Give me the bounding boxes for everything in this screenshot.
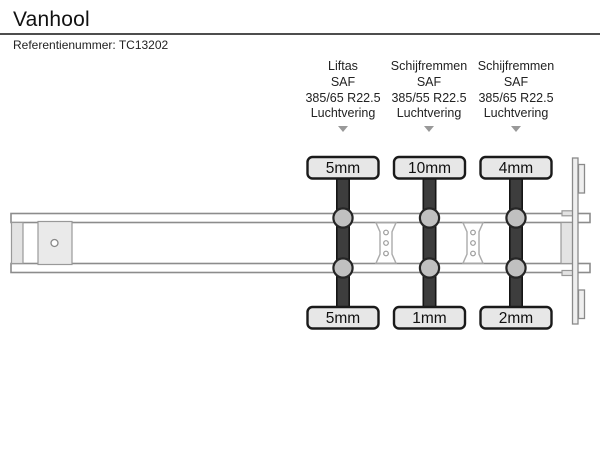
reference-number: Referentienummer: TC13202 bbox=[13, 38, 169, 52]
axle3-top-tread-value: 4mm bbox=[499, 160, 533, 177]
rear-light-top bbox=[577, 163, 586, 194]
axle2-beam bbox=[422, 171, 437, 313]
page-title: Vanhool bbox=[13, 8, 90, 31]
axle1-right-hub bbox=[332, 257, 354, 279]
axle1-bottom-tread-value: 5mm bbox=[326, 310, 360, 327]
rear-bumper-section bbox=[560, 157, 586, 325]
bolt-dot bbox=[383, 229, 389, 236]
axle1-beam bbox=[335, 171, 350, 313]
header-divider bbox=[0, 33, 600, 35]
front-end-plate bbox=[10, 221, 24, 265]
axle3-bottom-tread-box bbox=[479, 305, 553, 330]
axle-2: 10mm 1mm bbox=[392, 155, 467, 330]
axle2-tire-size-label: 385/55 R22.5 bbox=[391, 90, 467, 105]
axle1-type-label: Liftas bbox=[328, 59, 358, 73]
axle3-suspension-label: Luchtvering bbox=[483, 106, 549, 121]
bolt-dot bbox=[383, 250, 389, 257]
axle1-manufacturer-label: SAF bbox=[330, 74, 356, 89]
axle3-beam bbox=[508, 171, 523, 313]
axle2-bottom-tread-box bbox=[392, 305, 467, 330]
bolt-dot bbox=[383, 240, 389, 246]
rear-bracket-top bbox=[561, 210, 574, 217]
axle2-suspension-label: Luchtvering bbox=[396, 106, 462, 121]
axle3-type-label: Schijfremmen bbox=[477, 59, 555, 73]
rear-bumper-bar bbox=[571, 157, 579, 325]
rear-bracket-bottom bbox=[561, 269, 574, 277]
bolt-dot bbox=[470, 250, 476, 257]
axle3-tire-size-label: 385/65 R22.5 bbox=[478, 90, 554, 105]
axle2-pointer-down-icon bbox=[424, 126, 434, 133]
axle2-manufacturer-label: SAF bbox=[416, 74, 442, 89]
axle1-left-hub bbox=[332, 207, 354, 229]
axle-3: 4mm 2mm bbox=[479, 155, 553, 330]
axle1-suspension-label: Luchtvering bbox=[310, 106, 376, 121]
cross-member-2 bbox=[461, 222, 485, 264]
chassis-right-rail bbox=[10, 262, 591, 274]
kingpin bbox=[50, 238, 59, 248]
axle1-top-tread-box bbox=[306, 155, 380, 180]
bolt-dot bbox=[470, 229, 476, 236]
axle-1: 5mm 5mm bbox=[306, 155, 380, 330]
axle1-bottom-tread-box bbox=[306, 305, 380, 330]
rear-light-bottom bbox=[577, 289, 586, 320]
axle2-left-hub bbox=[418, 207, 441, 229]
axle2-type-label: Schijfremmen bbox=[390, 59, 468, 73]
axle3-top-tread-box bbox=[479, 155, 553, 180]
chassis-left-rail bbox=[10, 212, 591, 224]
axle2-top-tread-box bbox=[392, 155, 467, 180]
axle2-right-hub bbox=[418, 257, 441, 279]
rear-crossbox bbox=[560, 221, 574, 265]
axle2-spec-column: Schijfremmen SAF 385/55 R22.5 Luchtverin… bbox=[374, 59, 484, 133]
axle3-right-hub bbox=[505, 257, 527, 279]
front-kingpin-section bbox=[10, 220, 73, 266]
axle2-bottom-tread-value: 1mm bbox=[412, 310, 446, 327]
axle1-pointer-down-icon bbox=[338, 126, 348, 133]
axle1-tire-size-label: 385/65 R22.5 bbox=[305, 90, 381, 105]
axle3-bottom-tread-value: 2mm bbox=[499, 310, 533, 327]
axle3-manufacturer-label: SAF bbox=[503, 74, 529, 89]
cross-member-1 bbox=[374, 222, 398, 264]
bolt-dot bbox=[470, 240, 476, 246]
axle3-pointer-down-icon bbox=[511, 126, 521, 133]
axle1-top-tread-value: 5mm bbox=[326, 160, 360, 177]
axle3-spec-column: Schijfremmen SAF 385/65 R22.5 Luchtverin… bbox=[461, 59, 571, 133]
axle1-spec-column: Liftas SAF 385/65 R22.5 Luchtvering bbox=[288, 59, 398, 133]
axle2-top-tread-value: 10mm bbox=[408, 160, 451, 177]
axle3-left-hub bbox=[505, 207, 527, 229]
